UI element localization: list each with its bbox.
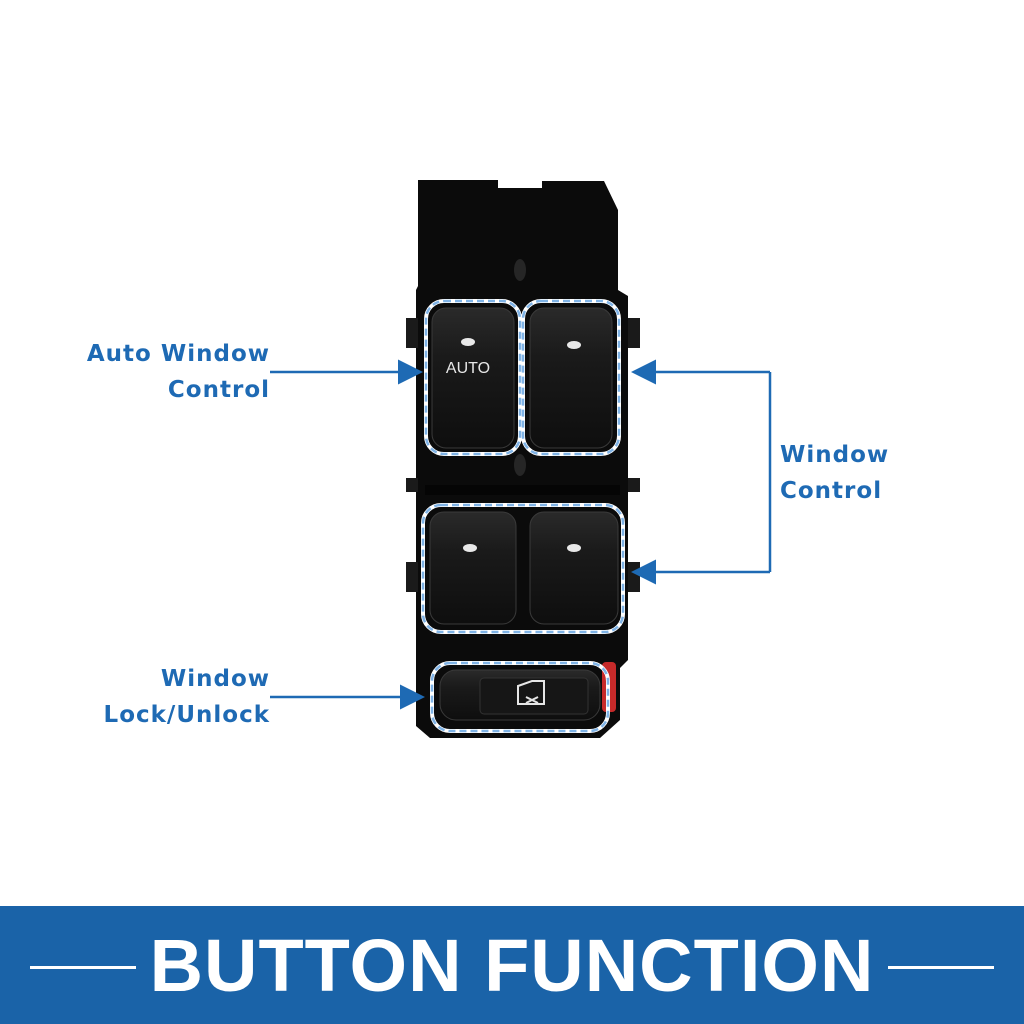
indicator-dot (567, 544, 581, 552)
window-lock-button[interactable] (439, 669, 601, 721)
auto-label: AUTO (446, 360, 490, 377)
callout-line: Window (780, 442, 890, 468)
callout-line: Window (160, 666, 270, 692)
callout-line: Control (780, 478, 883, 504)
window-control-button-rear-right[interactable] (529, 511, 619, 625)
window-control-button-front-right[interactable] (529, 307, 613, 449)
callout-auto-window-control: Auto Window Control (60, 336, 270, 408)
switch-housing (406, 180, 640, 738)
indicator-dot (461, 338, 475, 346)
window-control-button-rear-left[interactable] (429, 511, 517, 625)
window-lock-icon (517, 680, 545, 705)
banner-rule-left (30, 966, 136, 969)
auto-window-button[interactable]: AUTO (431, 307, 515, 449)
callout-line: Control (167, 377, 270, 403)
banner: BUTTON FUNCTION (0, 906, 1024, 1024)
banner-rule-right (888, 966, 994, 969)
banner-title: BUTTON FUNCTION (149, 924, 875, 1007)
highlight-outlines (421, 299, 625, 733)
callout-connectors (270, 359, 772, 710)
callout-window-lock: Window Lock/Unlock (60, 661, 270, 733)
indicator-dot (463, 544, 477, 552)
callout-window-control: Window Control (780, 437, 980, 509)
callout-line: Lock/Unlock (103, 702, 270, 728)
indicator-dot (567, 341, 581, 349)
callout-line: Auto Window (86, 341, 270, 367)
